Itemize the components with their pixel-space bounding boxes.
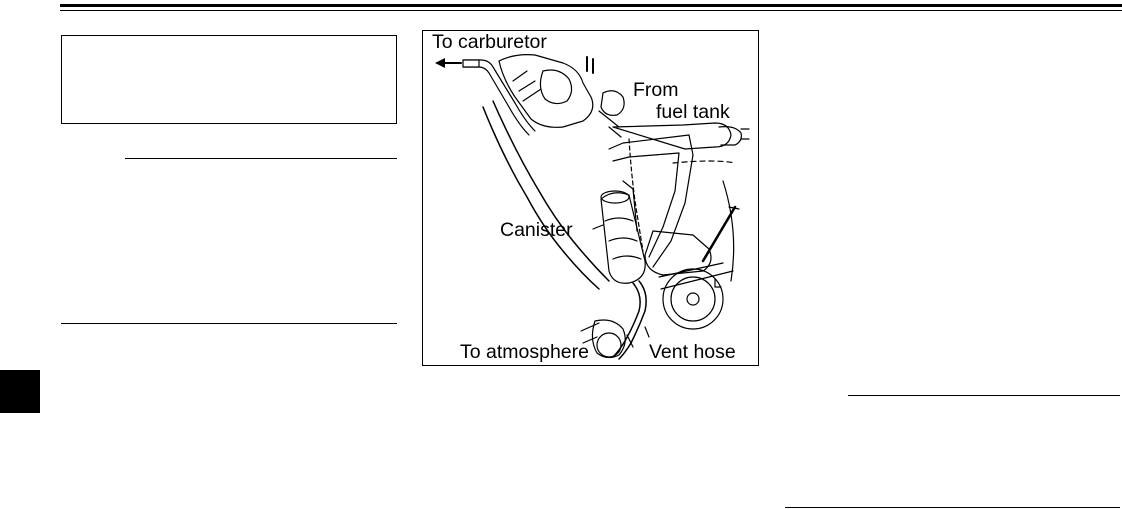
label-from: From (633, 79, 679, 101)
label-to-carburetor: To carburetor (432, 31, 547, 53)
label-canister: Canister (500, 219, 573, 241)
chapter-tab (0, 370, 40, 413)
section-rule-right-top (848, 395, 1120, 396)
fuel-system-diagram: To carburetor From fuel tank Canister To… (422, 30, 759, 366)
note-box (61, 35, 397, 124)
carburetor-arrow-icon (435, 58, 462, 68)
fuel-system-illustration (435, 54, 750, 360)
label-to-atmosphere: To atmosphere (460, 341, 589, 363)
header-rule-thick (60, 4, 1122, 7)
section-rule-left-bottom (61, 323, 397, 324)
section-rule-left-top (125, 158, 397, 159)
section-rule-right-bottom (785, 507, 1120, 508)
label-fuel-tank: fuel tank (656, 101, 730, 123)
label-vent-hose: Vent hose (649, 341, 736, 363)
header-rule-thin (60, 10, 1122, 11)
